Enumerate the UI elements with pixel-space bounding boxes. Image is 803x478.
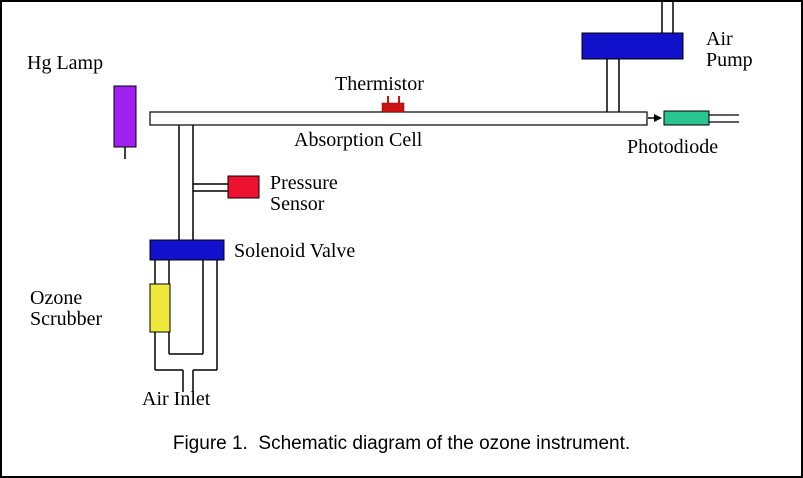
ozone-scrubber-label-line1: Ozone (30, 287, 83, 309)
pump-to-cell-tube (606, 59, 620, 112)
air-pump-shape (581, 32, 684, 60)
ozone-scrubber-shape (149, 283, 171, 333)
photodiode-shape (663, 110, 710, 126)
pressure-sensor-label-line1: Pressure (270, 172, 338, 194)
photodiode-lead-lines (709, 114, 739, 123)
air-pump-label-line2: Pump (706, 49, 753, 71)
hg-lamp-shape (113, 85, 137, 148)
solenoid-valve-label: Solenoid Valve (234, 240, 356, 262)
pressure-sensor-label: Pressure Sensor (270, 173, 338, 215)
pressure-sensor-branch-tube (193, 183, 228, 192)
thermistor-shape (381, 96, 405, 113)
cell-to-valve-tube (178, 125, 194, 240)
thermistor-label: Thermistor (335, 73, 424, 95)
ozone-scrubber-label: Ozone Scrubber (30, 288, 102, 330)
pressure-sensor-shape (227, 175, 260, 199)
absorption-cell-shape (149, 111, 648, 126)
air-inlet-label: Air Inlet (142, 388, 211, 410)
air-pump-label-line1: Air (706, 28, 733, 50)
figure-caption: Figure 1. Schematic diagram of the ozone… (172, 433, 631, 454)
hg-lamp-label: Hg Lamp (27, 52, 104, 74)
absorption-cell-label: Absorption Cell (294, 129, 423, 151)
pressure-sensor-label-line2: Sensor (270, 193, 325, 215)
flow-arrow-icon (648, 114, 662, 122)
solenoid-valve-shape (149, 239, 225, 261)
air-pump-label: Air Pump (706, 29, 753, 71)
photodiode-label: Photodiode (627, 136, 719, 158)
ozone-scrubber-label-line2: Scrubber (30, 308, 103, 330)
pump-exhaust-tube (661, 2, 674, 33)
